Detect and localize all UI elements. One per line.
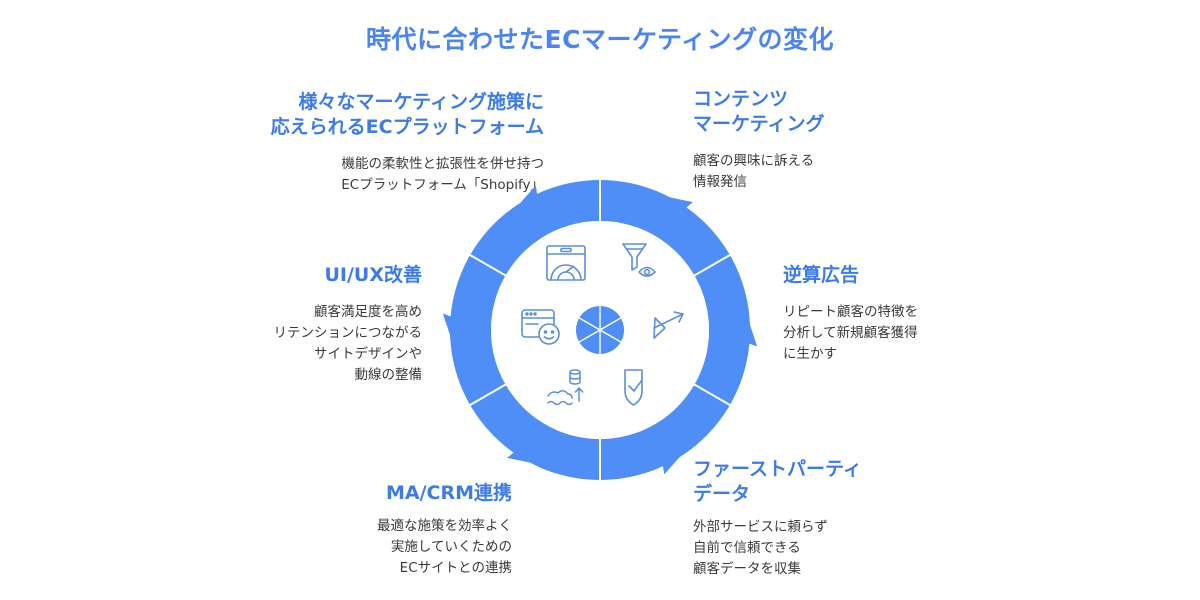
uiux-desc-line: リテンションにつながる <box>273 325 423 341</box>
diagram-title: 時代に合わせたECマーケティングの変化 <box>366 25 834 54</box>
firstparty-desc-line: 自前で信頼できる <box>693 540 801 556</box>
firstparty-heading-line: ファーストパーティ <box>693 458 862 480</box>
section-first-party-data: ファーストパーティ データ 外部サービスに頼らず 自前で信頼できる 顧客データを… <box>693 457 862 580</box>
firstparty-heading-line: データ <box>693 483 751 505</box>
macrm-desc-line: ECサイトとの連携 <box>399 560 512 576</box>
ads-desc-line: に生かす <box>783 346 837 362</box>
uiux-description: 顧客満足度を高め リテンションにつながる サイトデザインや 動線の整備 <box>274 302 423 386</box>
uiux-heading: UI/UX改善 <box>274 263 422 288</box>
funnel-eye-icon <box>622 243 656 277</box>
shield-check-icon <box>624 369 643 406</box>
content-description: 顧客の興味に訴える 情報発信 <box>693 151 824 193</box>
browser-user-icon <box>521 309 560 345</box>
content-heading: コンテンツ マーケティング <box>693 87 824 137</box>
section-platform: 様々なマーケティング施策に 応えられるECプラットフォーム 機能の柔軟性と拡張性… <box>271 90 544 196</box>
macrm-desc-line: 実施していくための <box>390 539 512 555</box>
ring-arrow <box>515 185 538 209</box>
macrm-heading-line: MA/CRM連携 <box>385 482 512 504</box>
macrm-description: 最適な施策を効率よく 実施していくための ECサイトとの連携 <box>377 516 512 579</box>
section-ma-crm: MA/CRM連携 最適な施策を効率よく 実施していくための ECサイトとの連携 <box>377 481 512 579</box>
ring-arrow <box>662 451 685 475</box>
ring-arrow <box>507 451 538 465</box>
platform-heading: 様々なマーケティング施策に 応えられるECプラットフォーム <box>271 90 544 140</box>
uiux-heading-line: UI/UX改善 <box>324 264 422 286</box>
uiux-desc-line: サイトデザインや <box>314 346 422 362</box>
ads-heading: 逆算広告 <box>783 263 918 288</box>
firstparty-heading: ファーストパーティ データ <box>693 457 862 507</box>
content-heading-line: マーケティング <box>693 113 825 135</box>
target-arrow-icon <box>653 311 684 339</box>
platform-heading-line: 応えられるECプラットフォーム <box>270 116 544 138</box>
uiux-desc-line: 顧客満足度を高め <box>314 304 422 320</box>
firstparty-desc-line: 顧客データを収集 <box>693 561 801 577</box>
database-sync-icon <box>547 369 584 406</box>
platform-desc-line: ECプラットフォーム「Shopify」 <box>341 177 544 193</box>
chart-window-icon <box>546 245 586 281</box>
ring-arrow <box>442 313 453 343</box>
platform-heading-line: 様々なマーケティング施策に <box>298 91 544 113</box>
ring-divider <box>692 253 733 278</box>
content-desc-line: 顧客の興味に訴える <box>693 153 815 169</box>
platform-desc-line: 機能の柔軟性と拡張性を併せ持つ <box>341 156 545 172</box>
cycle-wheel <box>442 178 758 482</box>
macrm-desc-line: 最適な施策を効率よく <box>377 518 512 534</box>
pie-icon <box>576 306 624 354</box>
ring-divider <box>467 253 508 278</box>
ring-divider <box>692 382 733 407</box>
macrm-heading: MA/CRM連携 <box>377 481 512 506</box>
firstparty-desc-line: 外部サービスに頼らず <box>693 519 828 535</box>
content-desc-line: 情報発信 <box>693 174 747 190</box>
platform-description: 機能の柔軟性と拡張性を併せ持つ ECプラットフォーム「Shopify」 <box>271 154 544 196</box>
section-content-marketing: コンテンツ マーケティング 顧客の興味に訴える 情報発信 <box>693 87 824 193</box>
uiux-desc-line: 動線の整備 <box>354 367 423 383</box>
ads-desc-line: 分析して新規顧客獲得 <box>783 325 918 341</box>
ring-divider <box>467 382 508 407</box>
content-heading-line: コンテンツ <box>693 88 789 110</box>
section-reverse-ads: 逆算広告 リピート顧客の特徴を 分析して新規顧客獲得 に生かす <box>783 263 918 365</box>
pie-divider <box>578 317 622 343</box>
ads-desc-line: リピート顧客の特徴を <box>783 304 918 320</box>
ring-arrow <box>662 195 693 209</box>
ads-heading-line: 逆算広告 <box>783 264 860 286</box>
firstparty-description: 外部サービスに頼らず 自前で信頼できる 顧客データを収集 <box>693 517 862 580</box>
ads-description: リピート顧客の特徴を 分析して新規顧客獲得 に生かす <box>783 302 918 365</box>
section-ui-ux: UI/UX改善 顧客満足度を高め リテンションにつながる サイトデザインや 動線… <box>274 263 423 386</box>
